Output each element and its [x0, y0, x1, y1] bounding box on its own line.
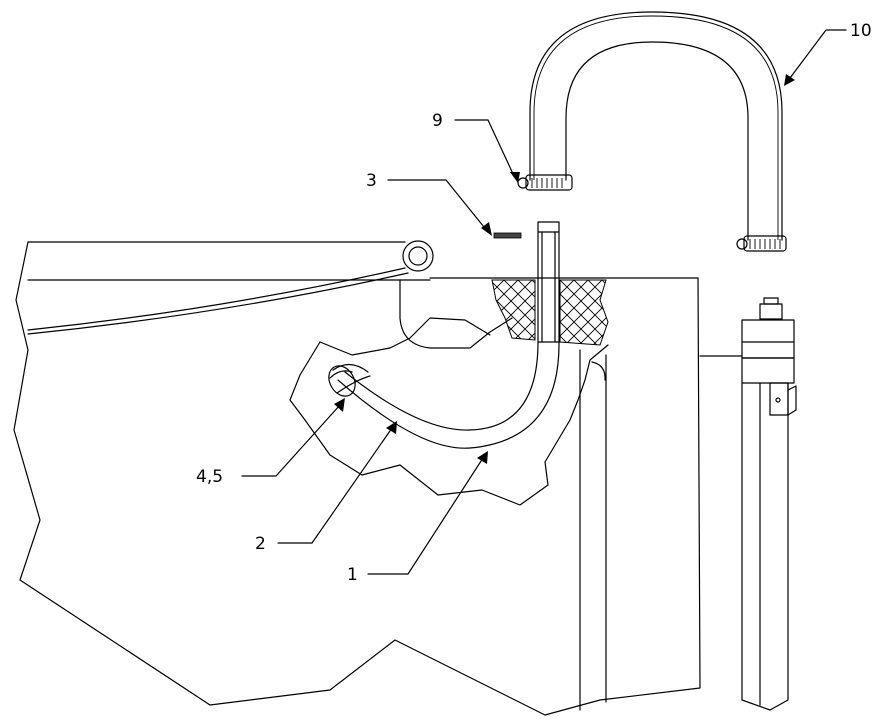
callout-1: 1	[347, 565, 358, 585]
cutaway-region	[289, 279, 609, 506]
callout-2: 2	[255, 534, 266, 554]
callout-4-5: 4,5	[196, 467, 223, 487]
callout-labels: 10 9 3 4,5 2 1	[196, 21, 872, 585]
hose-clamp-part-9-upper	[517, 174, 573, 191]
callout-10: 10	[850, 21, 872, 41]
j-tube-part-1	[337, 221, 560, 449]
u-hose-part-10	[529, 11, 783, 241]
callout-9: 9	[432, 111, 443, 131]
gasket-strip-part-3	[493, 232, 522, 239]
side-fitting	[699, 297, 797, 711]
hose-clamp-lower	[736, 235, 787, 252]
callout-leaders	[241, 29, 847, 575]
housing-body	[13, 240, 701, 716]
clip-part-4-5	[328, 363, 371, 397]
callout-3: 3	[366, 171, 377, 191]
